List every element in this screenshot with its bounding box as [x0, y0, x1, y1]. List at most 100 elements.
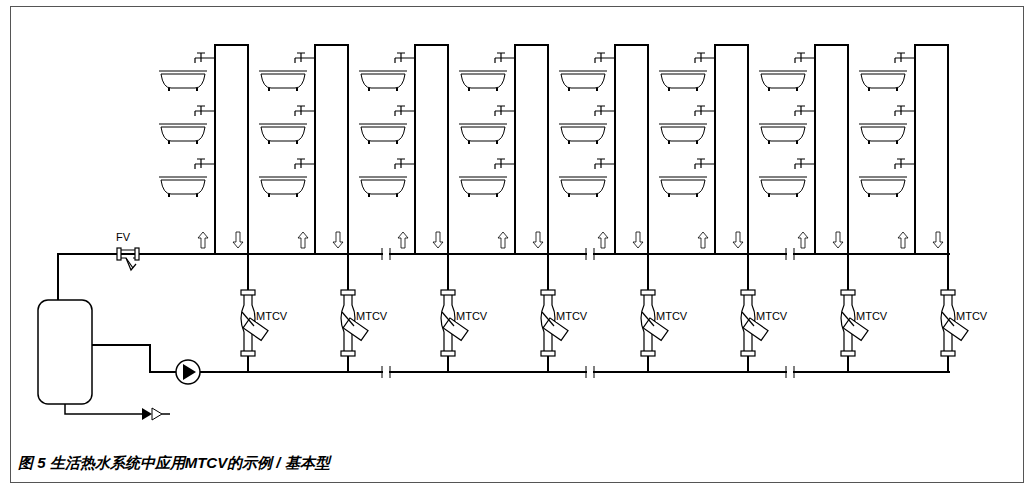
tap — [895, 106, 915, 116]
valve-cap — [341, 290, 355, 295]
pipework — [38, 248, 950, 420]
riser — [815, 45, 848, 290]
bathtub-foot — [769, 194, 797, 197]
bathtub — [359, 177, 407, 194]
bathtub — [859, 177, 907, 194]
break-mark — [382, 248, 390, 260]
valve-cap — [341, 351, 355, 356]
check-valve — [142, 408, 152, 420]
tap — [595, 106, 615, 116]
tap — [695, 159, 715, 169]
tap — [195, 159, 215, 169]
bathtub — [759, 124, 807, 141]
bathtub-foot — [469, 194, 497, 197]
flow-arrow-up — [798, 232, 808, 248]
bathtub-foot — [569, 141, 597, 144]
tap — [895, 159, 915, 169]
tap — [495, 159, 515, 169]
valve-cap — [941, 290, 955, 295]
break-gap — [383, 370, 389, 374]
bathtub-foot — [369, 194, 397, 197]
pump — [176, 360, 200, 384]
valve-seat — [942, 312, 954, 326]
riser — [715, 45, 748, 290]
valve-label: MTCV — [556, 311, 587, 322]
flow-arrow-up — [598, 232, 608, 248]
break-mark — [586, 248, 594, 260]
bathtub — [159, 124, 207, 141]
break-mark — [586, 366, 594, 378]
bathtub-foot — [469, 141, 497, 144]
riser — [247, 356, 249, 372]
bathtub-foot — [569, 88, 597, 91]
valve-cap — [541, 351, 555, 356]
tap — [495, 106, 515, 116]
tap — [295, 53, 315, 63]
tap — [595, 159, 615, 169]
bathtub — [359, 124, 407, 141]
frame — [11, 7, 1024, 483]
break-gap — [587, 370, 593, 374]
bathtub-foot — [669, 141, 697, 144]
tap — [695, 106, 715, 116]
pump-arrow — [183, 364, 196, 380]
flow-arrow-down — [633, 232, 643, 248]
valve-cap — [541, 290, 555, 295]
bathtub-foot — [169, 141, 197, 144]
valve-seat — [342, 312, 354, 326]
riser — [415, 45, 448, 290]
tap — [795, 53, 815, 63]
return-main — [200, 371, 950, 373]
flow-arrow-up — [498, 232, 508, 248]
valve-cap — [241, 351, 255, 356]
tap — [895, 53, 915, 63]
bathtub-foot — [369, 88, 397, 91]
bathtub — [859, 124, 907, 141]
bathtub — [259, 177, 307, 194]
riser — [915, 45, 948, 290]
tap — [495, 53, 515, 63]
valve-seat — [542, 312, 554, 326]
valve-label: MTCV — [956, 311, 987, 322]
valve-seat — [242, 312, 254, 326]
break-mark — [382, 366, 390, 378]
break-gap — [587, 252, 593, 256]
riser — [515, 45, 548, 290]
flow-arrow-down — [733, 232, 743, 248]
bathtub-foot — [469, 88, 497, 91]
riser — [347, 356, 349, 372]
valve-cap — [741, 290, 755, 295]
riser — [315, 45, 348, 290]
tap — [295, 106, 315, 116]
figure-caption: 图 5 生活热水系统中应用MTCV的示例 / 基本型 — [18, 455, 330, 470]
tap — [395, 159, 415, 169]
bathtub-foot — [869, 88, 897, 91]
bathtub — [459, 124, 507, 141]
check-valve — [152, 408, 162, 420]
tap — [195, 106, 215, 116]
break-gap — [787, 370, 793, 374]
flow-arrow-up — [898, 232, 908, 248]
bathtub — [859, 71, 907, 88]
tank — [38, 300, 92, 404]
valve-cap — [841, 351, 855, 356]
flow-arrow-down — [433, 232, 443, 248]
riser — [847, 356, 849, 372]
drain-pipe — [162, 413, 170, 415]
bathtub-foot — [869, 141, 897, 144]
flow-arrow-up — [198, 232, 208, 248]
valve-label: MTCV — [456, 311, 487, 322]
bathtub-foot — [169, 88, 197, 91]
valve-label: MTCV — [256, 311, 287, 322]
valve-label: MTCV — [856, 311, 887, 322]
valve-label: MTCV — [356, 311, 387, 322]
riser — [747, 356, 749, 372]
flow-arrow-up — [698, 232, 708, 248]
break-mark — [786, 366, 794, 378]
bathtub — [759, 71, 807, 88]
bathtub — [559, 124, 607, 141]
bathtub — [159, 177, 207, 194]
bathtub-foot — [869, 194, 897, 197]
valve-label: MTCV — [756, 311, 787, 322]
